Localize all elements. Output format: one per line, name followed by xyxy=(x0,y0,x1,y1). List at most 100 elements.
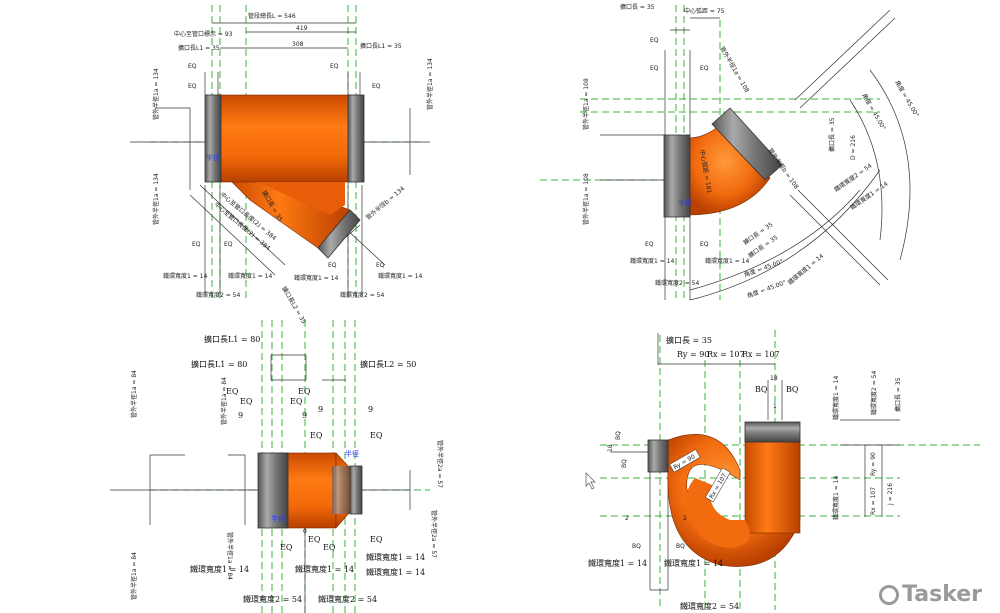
label-eq: EQ xyxy=(188,83,197,90)
label-ry: Ry = 90 xyxy=(677,350,709,359)
label-one: 1 xyxy=(773,403,777,410)
label-outer-radius-far-b: 管外半徑1a = 84 xyxy=(130,552,138,600)
label-eq: EQ xyxy=(650,65,659,72)
label-two: 2 xyxy=(625,515,629,522)
socket-collar-left[interactable] xyxy=(204,94,222,183)
label-eq: EQ xyxy=(700,241,709,248)
label-ring2-diag: 鐵環寬度2 = 54 xyxy=(833,162,874,194)
label-nine: 9 xyxy=(368,405,373,414)
label-center-arc: 中心弧距 = 75 xyxy=(684,7,725,15)
label-outer-radius-left-b: 管外半徑1a = 108 xyxy=(582,173,590,225)
label-rx-2: Rx = 107 xyxy=(742,350,780,359)
label-socket-b1: 擴口長 = 35 xyxy=(828,117,836,152)
radius-tag: 半徑 xyxy=(206,153,220,162)
dim-308: 308 xyxy=(292,41,304,48)
dimension-lines xyxy=(110,354,411,613)
label-outer-radius-a: 管外半徑1a = 108 xyxy=(718,45,751,94)
label-ring1-d: 鐵環寬度1 = 14 xyxy=(366,567,425,577)
pipe-body[interactable] xyxy=(204,94,365,259)
label-ring1-a: 鐵環寬度1 = 14 xyxy=(190,564,249,574)
label-ring2-b: 鐵環寬度2 = 54 xyxy=(318,594,377,604)
socket-collar-left[interactable] xyxy=(647,439,669,473)
label-eq: EQ xyxy=(328,262,337,269)
wye-fitting-view[interactable]: 管段總長L = 546 419 308 中心至管口標示 = 93 擴口長L1 =… xyxy=(130,5,434,325)
radius-tag: 半徑 xyxy=(271,514,285,523)
label-j: J = 216 xyxy=(887,483,894,506)
label-rx-1: Rx = 107 xyxy=(707,350,745,359)
dimension-lines xyxy=(600,9,911,301)
label-outer-radius-branch: 管外半徑b = 134 xyxy=(364,184,406,221)
label-ring1-vertical-2: 鐵環寬度1 = 14 xyxy=(832,476,840,520)
label-eq: EQ xyxy=(370,535,383,544)
socket-collar-angled[interactable] xyxy=(711,107,783,181)
label-ring2: 鐵環寬度2 = 54 xyxy=(655,279,699,287)
mouse-cursor-icon xyxy=(585,472,596,490)
label-nine: 9 xyxy=(318,405,323,414)
label-ring2-vertical: 鐵環寬度2 = 54 xyxy=(870,371,878,415)
socket-collar-right[interactable] xyxy=(347,94,365,183)
label-ring1-left: 鐵環寬度1 = 14 xyxy=(163,272,207,280)
socket-collar-top[interactable] xyxy=(744,421,801,443)
dim-total-length: 管段總長L = 546 xyxy=(248,12,296,20)
label-outer-radius-near-b: 管外半徑1a = 84 xyxy=(226,532,234,580)
label-eq: EQ xyxy=(240,397,253,406)
dim-419: 419 xyxy=(296,25,308,32)
label-ry-vertical: Ry = 90 xyxy=(870,452,877,476)
label-outer-radius-far: 管外半徑1a = 84 xyxy=(130,370,138,418)
label-outer-radius-left-b: 管外半徑1a = 134 xyxy=(152,173,160,225)
ptrap-fitting-view[interactable]: 擴口長 = 35 Ry = 90 Rx = 107 Rx = 107 18 18… xyxy=(588,330,980,611)
label-18-left: 18 xyxy=(607,444,614,452)
label-eq: EQ xyxy=(224,241,233,248)
label-socket-l1-top: 擴口長L1 = 80 xyxy=(204,334,260,344)
label-socket: 擴口長 = 35 xyxy=(666,335,712,345)
label-ring1-bottom-left: 鐵環寬度1 = 14 xyxy=(588,558,647,568)
label-d: D = 216 xyxy=(850,135,857,160)
label-branch-socket-2: 擴口長L2 = 35 xyxy=(280,285,308,325)
label-eq: EQ xyxy=(290,397,303,406)
elbow-fitting-view[interactable]: 擴口長 = 35 中心弧距 = 75 管外半徑1a = 108 管外半徑1a =… xyxy=(540,3,921,301)
tasker-logo-icon xyxy=(879,584,900,605)
socket-collar-branch[interactable] xyxy=(317,209,361,259)
label-center-offset: 中心至管口標示 = 93 xyxy=(174,30,233,38)
label-bq: BQ xyxy=(786,385,799,394)
label-angle-4: 角度 = 45.00° xyxy=(746,278,787,300)
label-ring1-right: 鐵環寬度1 = 14 xyxy=(705,257,749,265)
label-socket-l2: 擴口長L2 = 50 xyxy=(360,359,416,369)
label-ring1-b: 鐵環寬度1 = 14 xyxy=(295,564,354,574)
label-ring1-mid: 鐵環寬度1 = 14 xyxy=(228,272,272,280)
socket-collar-large[interactable] xyxy=(257,452,289,529)
dimension-lines xyxy=(130,22,430,295)
label-18-top: 18 xyxy=(770,375,778,382)
radius-tag: 半徑 xyxy=(678,198,692,207)
label-ring1-right: 鐵環寬度1 = 14 xyxy=(378,272,422,280)
label-eq: EQ xyxy=(645,241,654,248)
label-angle-2: 角度 = 45.00° xyxy=(893,79,920,119)
pipe-body[interactable] xyxy=(647,421,801,567)
label-eq: EQ xyxy=(226,387,239,396)
pipe-body[interactable] xyxy=(663,107,783,218)
label-ring1-c: 鐵環寬度1 = 14 xyxy=(366,552,425,562)
label-nine: 9 xyxy=(238,411,243,420)
label-eq: EQ xyxy=(370,431,383,440)
label-outer-radius-small: 管外半徑2a = 57 xyxy=(436,440,444,488)
label-ring1-vertical-1: 鐵環寬度1 = 14 xyxy=(832,376,840,420)
label-ring1-left: 鐵環寬度1 = 14 xyxy=(630,257,674,265)
label-two: 2 xyxy=(683,515,687,522)
label-outer-radius-left: 管外半徑1a = 108 xyxy=(582,78,590,130)
pipe-body[interactable] xyxy=(257,452,363,529)
socket-collar-left[interactable] xyxy=(663,134,691,218)
label-nine: 9 xyxy=(302,411,307,420)
label-ring1-diag-2: 鐵環寬度1 = 14 xyxy=(786,252,825,287)
label-eq: EQ xyxy=(650,37,659,44)
label-eq: EQ xyxy=(188,63,197,70)
reducer-fitting-view[interactable]: 擴口長L1 = 80 擴口長L1 = 80 擴口長L2 = 50 管外半徑1a … xyxy=(110,320,444,613)
label-outer-radius-near: 管外半徑1a = 84 xyxy=(220,377,228,425)
label-outer-radius-small-b: 管外半徑2a = 57 xyxy=(430,510,438,558)
label-socket: 擴口長 = 35 xyxy=(620,3,655,11)
radius-tag: 半徑 xyxy=(345,449,359,458)
label-bq: BQ xyxy=(615,431,622,440)
label-bq: BQ xyxy=(676,543,685,550)
label-socket-l1-left: 擴口長L1 = 35 xyxy=(178,44,220,52)
socket-collar-small[interactable] xyxy=(349,465,363,515)
